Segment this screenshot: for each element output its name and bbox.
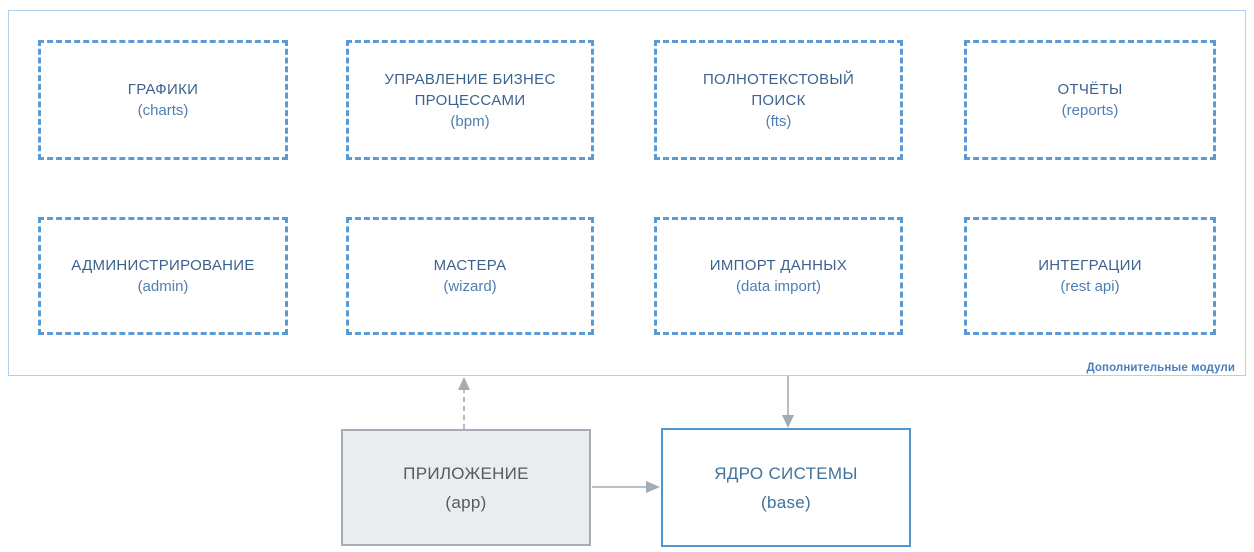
module-subtitle: (bpm) bbox=[450, 112, 490, 130]
module-data-import: ИМПОРТ ДАННЫХ (data import) bbox=[654, 217, 903, 335]
module-subtitle: (rest api) bbox=[1060, 278, 1120, 295]
node-title: ЯДРО СИСТЕМЫ bbox=[714, 463, 858, 483]
module-subtitle: (admin) bbox=[137, 278, 189, 295]
module-title: АДМИНИСТРИРОВАНИЕ bbox=[71, 257, 255, 274]
arrow-app-to-modules-icon bbox=[458, 377, 470, 429]
node-app: ПРИЛОЖЕНИЕ (app) bbox=[341, 429, 591, 546]
module-wizard: МАСТЕРА (wizard) bbox=[346, 217, 594, 335]
module-title: УПРАВЛЕНИЕ БИЗНЕС ПРОЦЕССАМИ bbox=[384, 70, 556, 109]
node-subtitle: (base) bbox=[761, 492, 811, 512]
module-subtitle: (fts) bbox=[765, 112, 792, 130]
module-bpm: УПРАВЛЕНИЕ БИЗНЕС ПРОЦЕССАМИ (bpm) bbox=[346, 40, 594, 160]
module-reports: ОТЧЁТЫ (reports) bbox=[964, 40, 1216, 160]
module-title: ИМПОРТ ДАННЫХ bbox=[709, 257, 848, 274]
node-subtitle: (app) bbox=[445, 492, 487, 512]
arrow-app-to-core-icon bbox=[592, 481, 660, 493]
module-title: ПОЛНОТЕКСТОВЫЙ ПОИСК bbox=[702, 70, 855, 109]
module-rest-api: ИНТЕГРАЦИИ (rest api) bbox=[964, 217, 1216, 335]
module-fts: ПОЛНОТЕКСТОВЫЙ ПОИСК (fts) bbox=[654, 40, 903, 160]
container-label: Дополнительные модули bbox=[1086, 362, 1235, 374]
module-title: ОТЧЁТЫ bbox=[1057, 81, 1123, 98]
module-subtitle: (data import) bbox=[735, 278, 822, 295]
node-core: ЯДРО СИСТЕМЫ (base) bbox=[661, 428, 911, 547]
arrow-modules-to-core-icon bbox=[782, 376, 794, 428]
module-title: ИНТЕГРАЦИИ bbox=[1038, 257, 1142, 274]
module-title: МАСТЕРА bbox=[433, 257, 507, 274]
module-subtitle: (reports) bbox=[1061, 102, 1119, 119]
module-admin: АДМИНИСТРИРОВАНИЕ (admin) bbox=[38, 217, 288, 335]
module-charts: ГРАФИКИ (charts) bbox=[38, 40, 288, 160]
node-title: ПРИЛОЖЕНИЕ bbox=[403, 463, 529, 483]
module-subtitle: (charts) bbox=[137, 102, 189, 119]
module-subtitle: (wizard) bbox=[443, 278, 497, 295]
module-title: ГРАФИКИ bbox=[127, 81, 199, 98]
